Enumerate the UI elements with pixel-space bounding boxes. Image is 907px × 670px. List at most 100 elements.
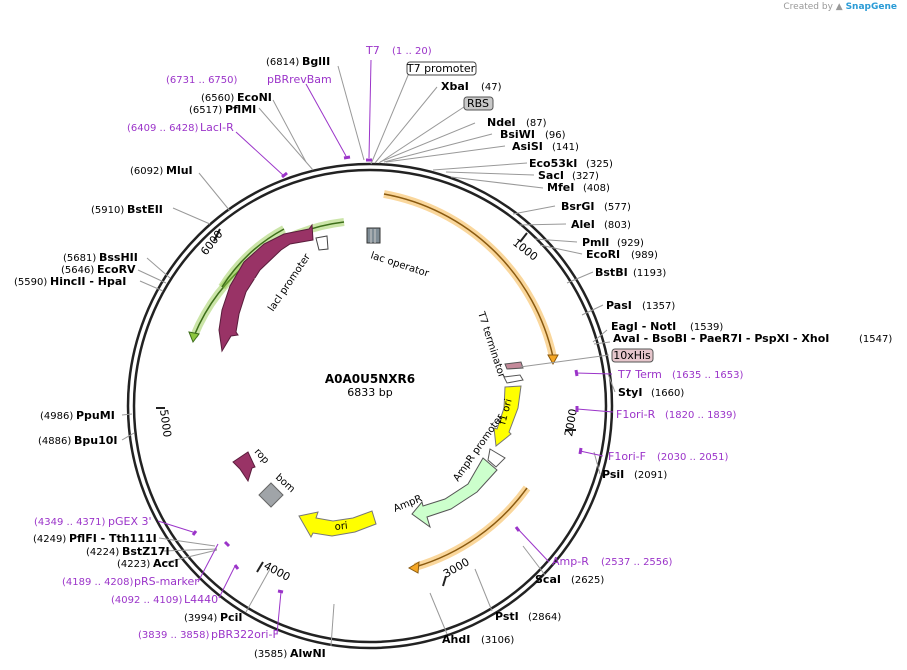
t7-promoter-label: T7 promoter [406,62,476,75]
ori-label: ori [334,521,348,533]
t7-terminator-label: T7 terminator [475,310,507,381]
his-tag-box [611,348,654,363]
orange-cds-bottom-highlight [413,485,531,571]
site-bstz17i-name: BstZ17I [122,545,170,558]
site-econi-name: EcoNI [237,91,272,104]
primer-laci-r-name: LacI-R [200,121,234,134]
lac-operator-label: lac operator [369,250,431,279]
tick-label-1000: 1000 [510,236,540,263]
site-pasi-pos: (1357) [642,301,675,312]
site-acci-pos: (4223) [117,559,150,570]
site-pasi-name: PasI [606,299,632,312]
primer-pbr322ori-f-range: (3839 .. 3858) [138,630,210,641]
site-bglii-name: BglII [302,55,330,68]
site-alei-name: AleI [571,218,595,231]
site-econi-pos: (6560) [201,93,234,104]
ampr-cds [411,457,498,529]
site-ecori-name: EcoRI [586,248,620,261]
plasmid-size: 6833 bp [347,386,392,399]
site-bstz17i-pos: (4224) [86,547,119,558]
site-avai-group-name: AvaI - BsoBI - PaeR7I - PspXI - XhoI [613,332,829,345]
site-eagi-noti-pos: (1539) [690,322,723,333]
site-avai-group-pos: (1547) [859,334,892,345]
primer-markers [191,155,583,594]
lac-operator-box [366,227,381,244]
site-saci-pos: (327) [572,171,599,182]
orange-cds-top [383,193,554,358]
primer-f1ori-r-range: (1820 .. 1839) [665,410,737,421]
site-psti-pos: (2864) [528,612,561,623]
site-scai-pos: (2625) [571,575,604,586]
primer-f1ori-f-name: F1ori-F [608,450,646,463]
primer-amp-r-range: (2537 .. 2556) [601,557,673,568]
primer-pgex3-name: pGEX 3' [108,515,152,528]
site-styi-pos: (1660) [651,388,684,399]
ampr-promoter-marker [487,448,506,468]
bom-feature [258,482,284,508]
site-bsshii-name: BssHII [99,251,138,264]
lacI-promoter-label: lacI promoter [266,251,313,313]
rbs-label: RBS [467,97,489,110]
site-bstbi-name: BstBI [595,266,628,279]
site-bsiwi-pos: (96) [545,130,566,141]
site-pcii-pos: (3994) [184,613,217,624]
site-mfei-pos: (408) [583,183,610,194]
primer-labels: T7 (1 .. 20) (6731 .. 6750) pBRrevBam (6… [34,44,744,641]
primer-t7-range: (1 .. 20) [392,46,432,57]
site-bsteii-pos: (5910) [91,205,124,216]
site-hincii-name: HincII - HpaI [50,275,126,288]
rop-label: rop [252,447,271,467]
site-pflmi-name: PflMI [225,103,256,116]
primer-prs-marker-name: pRS-marker [134,575,199,588]
site-alwni-name: AlwNI [290,647,326,660]
credit-prefix: Created by [783,2,833,12]
primer-f1ori-f-range: (2030 .. 2051) [657,452,729,463]
feature-boxes: T7 promoter RBS 10xHis [406,61,654,363]
primer-laci-r-range: (6409 .. 6428) [127,123,199,134]
his-tag-label: 10xHis [613,349,651,362]
site-ecorv-pos: (5646) [61,265,94,276]
orange-cds-top-arrowhead [547,354,559,366]
primer-pgex3-range: (4349 .. 4371) [34,517,106,528]
site-ppumi-name: PpuMI [76,409,115,422]
primer-amp-r-name: Amp-R [552,555,589,568]
site-acci-name: AccI [153,557,179,570]
primer-prs-marker-range: (4189 .. 4208) [62,577,134,588]
site-ecorv-name: EcoRV [97,263,136,276]
primer-t7-term-range: (1635 .. 1653) [672,370,744,381]
site-pflfi-name: PflFI - Tth111I [69,532,157,545]
site-bstbi-pos: (1193) [633,268,666,279]
restriction-site-labels: (6814) BglII XbaI (47) (6560) EcoNI (651… [14,55,892,660]
primer-t7-term-name: T7 Term [617,368,662,381]
t7-terminator-marker [503,374,524,384]
site-mlui-name: MluI [166,164,193,177]
site-asisi-name: AsiSI [512,140,543,153]
snapgene-logo-icon: ▲ [835,2,843,12]
site-saci-name: SacI [538,169,564,182]
his-tag-feature [504,361,524,370]
rop-cds [232,451,256,483]
site-pflfi-pos: (4249) [33,534,66,545]
primer-t7-name: T7 [365,44,380,57]
site-ndei-pos: (87) [526,118,547,129]
site-alei-pos: (803) [604,220,631,231]
site-eco53ki-pos: (325) [586,159,613,170]
primer-l4440-name: L4440 [184,593,218,606]
primer-pbrrevbam-name: pBRrevBam [267,73,332,86]
ori-feature [298,510,377,539]
snapgene-credit: Created by ▲ SnapGene [783,2,897,12]
tick-label-5000: 5000 [157,409,174,439]
site-alwni-pos: (3585) [254,649,287,660]
site-psii-name: PsiI [602,468,624,481]
primer-leader-lines [157,59,614,635]
green-cds-outer-arrowhead [188,331,200,344]
primer-pbrrevbam-range: (6731 .. 6750) [166,75,238,86]
site-styi-name: StyI [618,386,642,399]
site-hincii-pos: (5590) [14,277,47,288]
primer-f1ori-r-name: F1ori-R [616,408,656,421]
site-ahdi-pos: (3106) [481,635,514,646]
site-bsrgi-pos: (577) [604,202,631,213]
leader-lines [121,65,616,647]
site-psti-name: PstI [495,610,519,623]
